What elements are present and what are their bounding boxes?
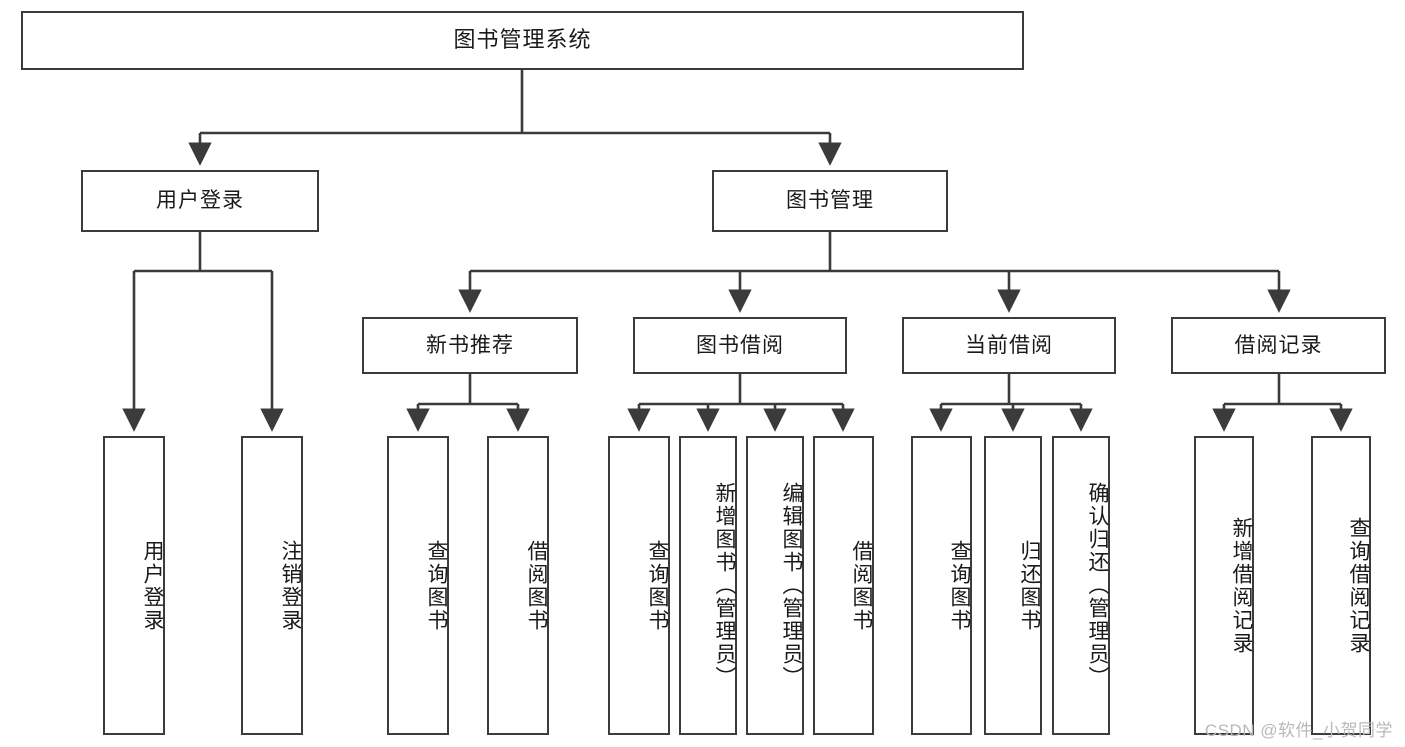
node-leaf-rec-borrow-book[interactable]: 借阅图书 [487, 436, 549, 735]
node-leaf-rec-query-book-label: 查询图书 [425, 539, 448, 632]
node-book-manage-label: 图书管理 [786, 189, 874, 213]
node-leaf-cb-confirm-return-label: 确认归还（管理员） [1086, 482, 1109, 689]
node-leaf-bb-query-book[interactable]: 查询图书 [608, 436, 670, 735]
node-leaf-br-query-record-label: 查询借阅记录 [1347, 516, 1370, 655]
node-leaf-br-add-record[interactable]: 新增借阅记录 [1194, 436, 1254, 735]
node-leaf-rec-query-book[interactable]: 查询图书 [387, 436, 449, 735]
node-leaf-cb-query-book[interactable]: 查询图书 [911, 436, 972, 735]
node-new-book-rec[interactable]: 新书推荐 [362, 317, 578, 374]
node-leaf-user-logout-label: 注销登录 [279, 539, 302, 632]
node-root-label: 图书管理系统 [453, 27, 592, 53]
node-book-borrow-label: 图书借阅 [696, 333, 784, 357]
node-leaf-user-login-label: 用户登录 [141, 539, 164, 632]
node-leaf-user-logout[interactable]: 注销登录 [241, 436, 303, 735]
node-leaf-cb-query-book-label: 查询图书 [948, 539, 971, 632]
node-book-manage[interactable]: 图书管理 [712, 170, 948, 232]
node-leaf-bb-query-book-label: 查询图书 [646, 539, 669, 632]
node-user-login[interactable]: 用户登录 [81, 170, 319, 232]
node-leaf-cb-confirm-return[interactable]: 确认归还（管理员） [1052, 436, 1110, 735]
node-leaf-user-login[interactable]: 用户登录 [103, 436, 165, 735]
node-book-borrow[interactable]: 图书借阅 [633, 317, 847, 374]
node-leaf-br-add-record-label: 新增借阅记录 [1230, 516, 1253, 655]
node-leaf-cb-return-book-label: 归还图书 [1018, 539, 1041, 632]
node-leaf-bb-add-book-label: 新增图书（管理员） [713, 482, 736, 689]
node-borrow-record-label: 借阅记录 [1234, 333, 1323, 357]
node-borrow-record[interactable]: 借阅记录 [1171, 317, 1386, 374]
node-current-borrow-label: 当前借阅 [965, 333, 1053, 357]
watermark: CSDN @软件_小贺同学 [1204, 721, 1393, 740]
node-root[interactable]: 图书管理系统 [21, 11, 1024, 70]
node-user-login-label: 用户登录 [156, 189, 244, 213]
node-leaf-bb-add-book[interactable]: 新增图书（管理员） [679, 436, 737, 735]
node-leaf-rec-borrow-book-label: 借阅图书 [525, 539, 548, 632]
node-leaf-bb-edit-book-label: 编辑图书（管理员） [780, 482, 803, 689]
node-current-borrow[interactable]: 当前借阅 [902, 317, 1116, 374]
node-leaf-cb-return-book[interactable]: 归还图书 [984, 436, 1042, 735]
node-leaf-bb-borrow-book[interactable]: 借阅图书 [813, 436, 874, 735]
node-leaf-br-query-record[interactable]: 查询借阅记录 [1311, 436, 1371, 735]
node-leaf-bb-edit-book[interactable]: 编辑图书（管理员） [746, 436, 804, 735]
node-leaf-bb-borrow-book-label: 借阅图书 [850, 539, 873, 632]
node-new-book-rec-label: 新书推荐 [426, 333, 514, 357]
